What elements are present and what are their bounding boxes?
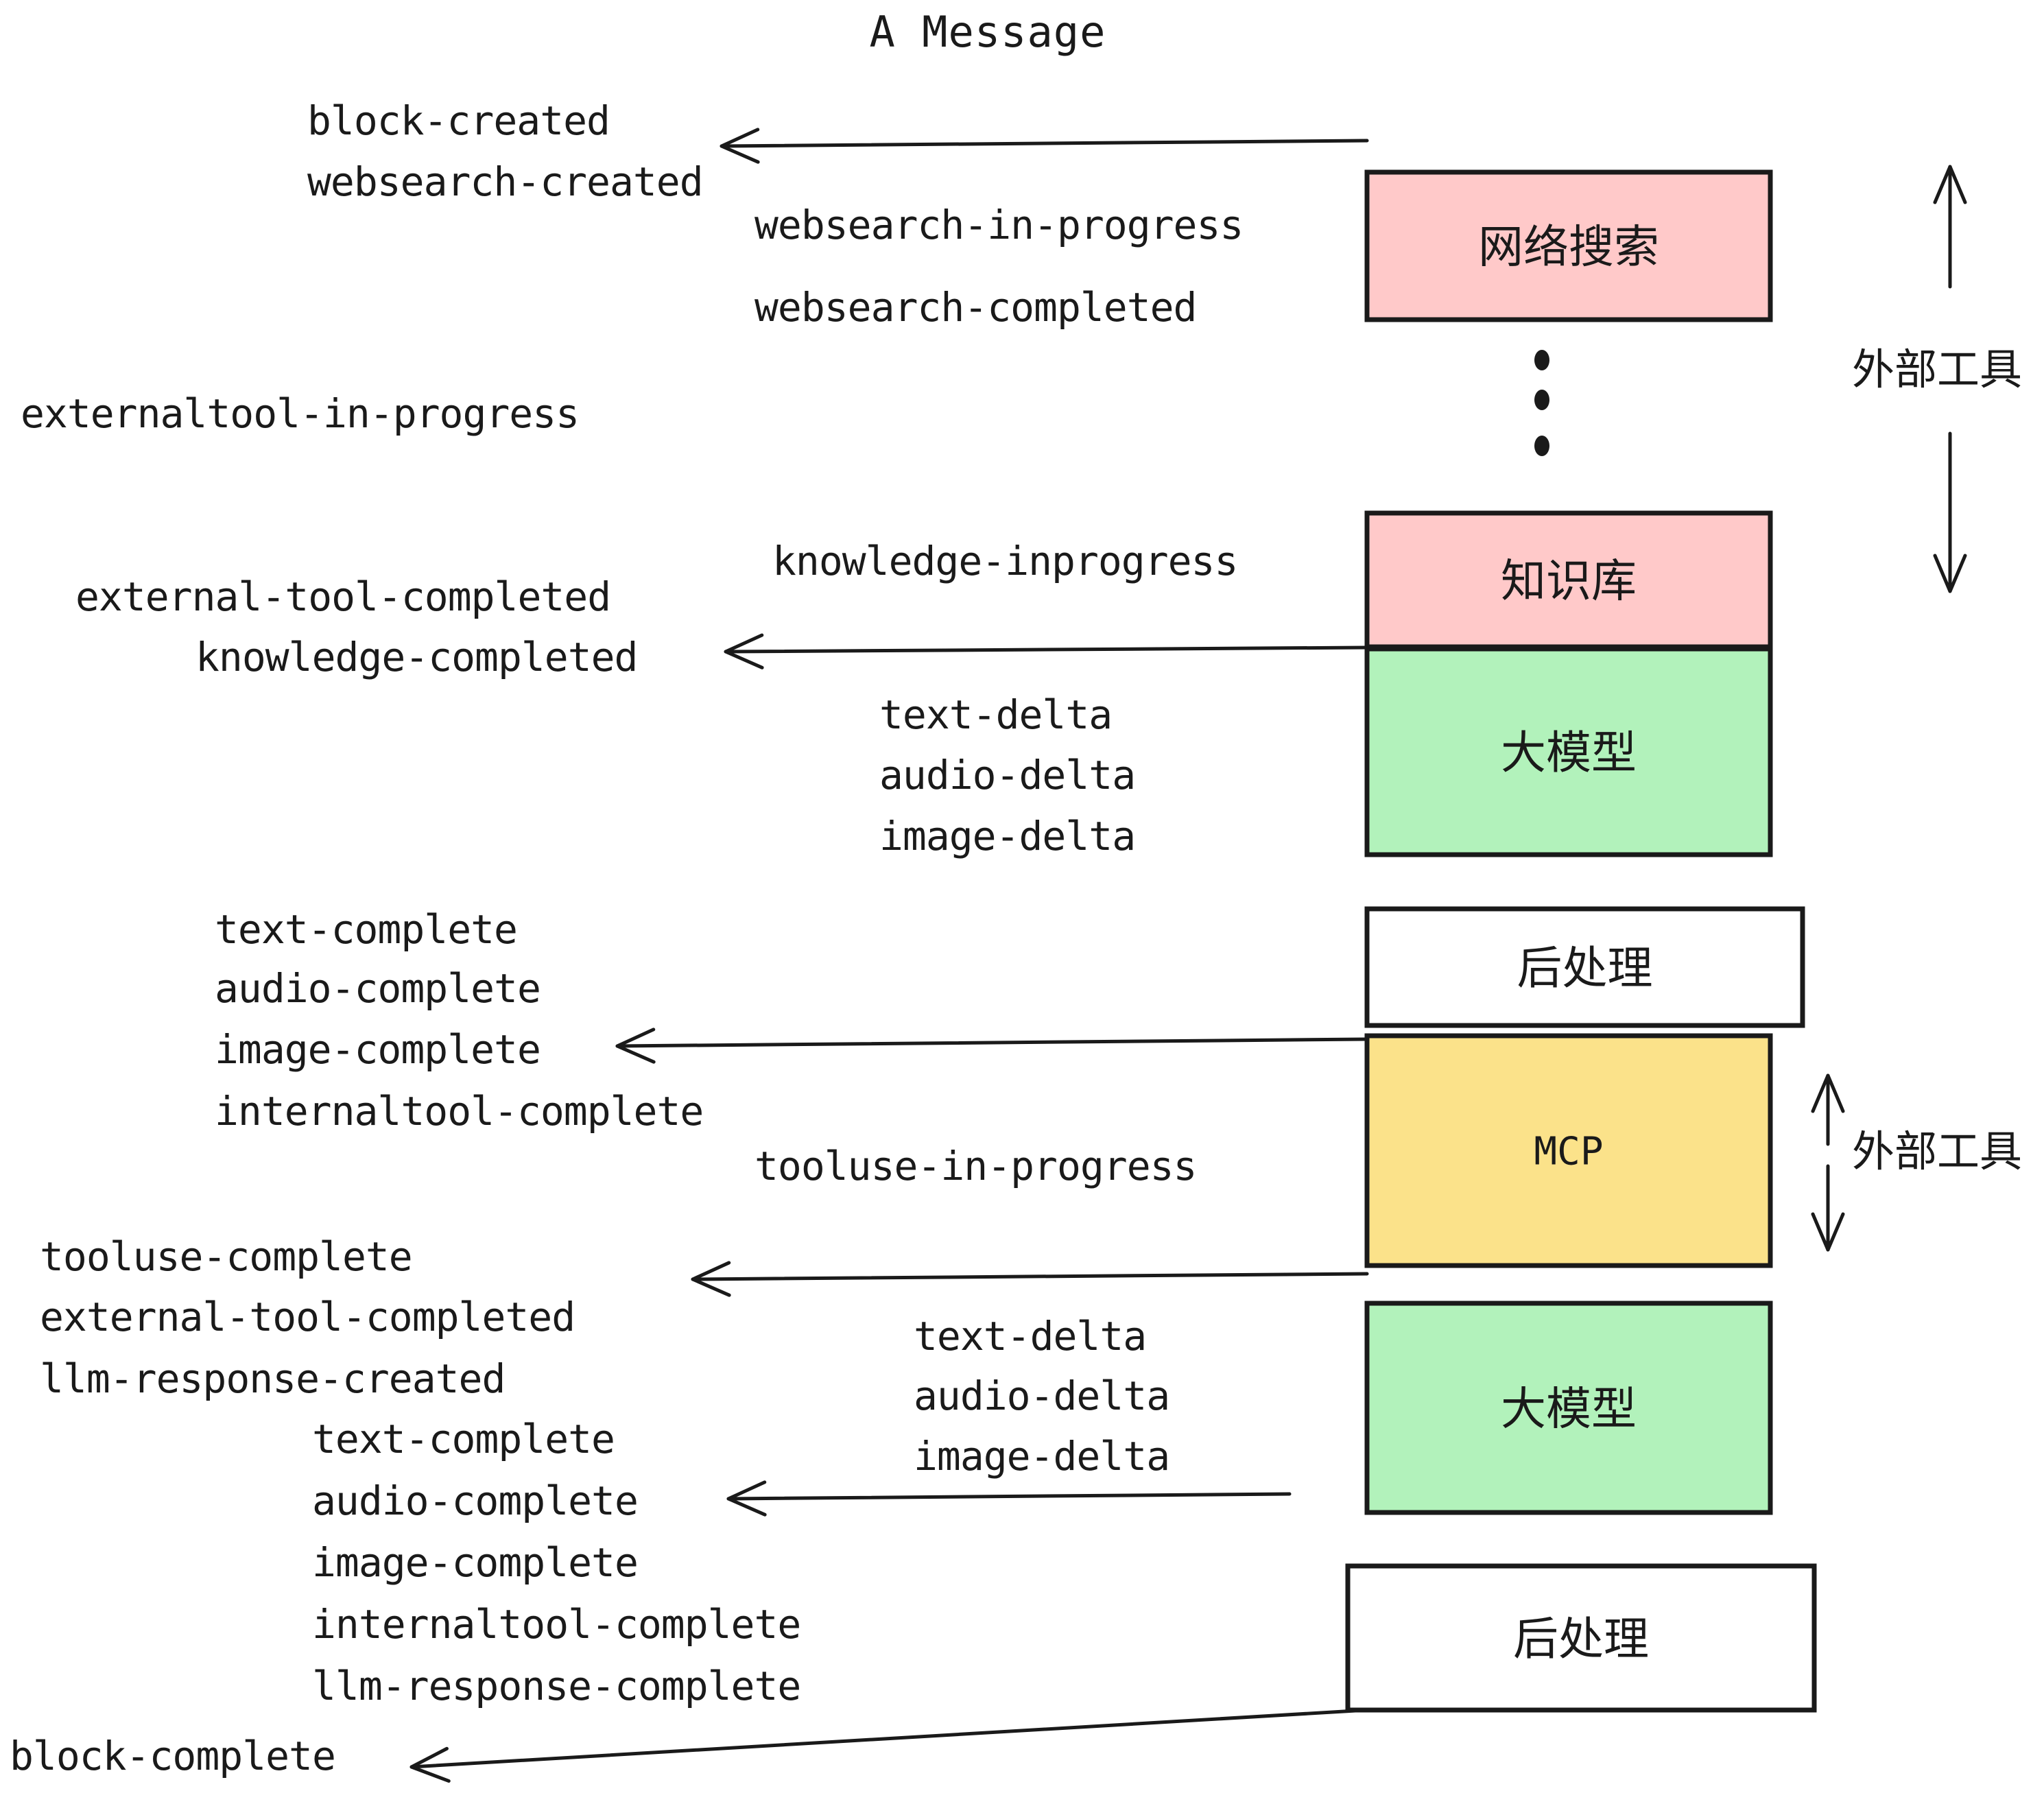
box-rect-postprocess-2 <box>1345 1563 1817 1713</box>
box-rect-knowledge <box>1364 510 1773 650</box>
event-label-llm-response-created: llm-response-created <box>40 1355 505 1402</box>
box-postprocess-2: 后处理 <box>1345 1563 1817 1713</box>
event-label-knowledge-completed: knowledge-completed <box>195 634 637 680</box>
arrow-audio-complete <box>726 1480 1292 1517</box>
box-websearch: 网络搜索 <box>1364 169 1773 322</box>
event-label-internaltool-complete-1: internaltool-complete <box>215 1088 703 1135</box>
box-rect-llm-1 <box>1364 646 1773 857</box>
event-label-text-delta-1: text-delta <box>879 691 1112 738</box>
arrow-block-complete <box>409 1708 1369 1783</box>
event-label-external-tool-completed-1: external-tool-completed <box>75 573 610 620</box>
event-label-image-complete-2: image-complete <box>312 1539 638 1586</box>
box-label-llm-1: 大模型 <box>1501 726 1637 779</box>
event-label-text-complete-2: text-complete <box>312 1416 615 1462</box>
box-rect-llm-2 <box>1364 1301 1773 1515</box>
event-label-image-delta-1: image-delta <box>879 813 1135 859</box>
box-rect-websearch <box>1364 169 1773 322</box>
ellipsis-dot-3 <box>1534 436 1549 456</box>
external-tools-bottom: 外部工具 <box>1852 1126 2022 1176</box>
external-tools-arrow-top-up <box>1933 165 1967 289</box>
external-tool-range-arrows <box>1811 165 1967 1252</box>
event-label-knowledge-inprogress: knowledge-inprogress <box>772 538 1237 584</box>
box-llm-2: 大模型 <box>1364 1301 1773 1515</box>
box-label-mcp: MCP <box>1534 1130 1603 1174</box>
event-arrows <box>409 128 1369 1783</box>
ellipsis-dots <box>1534 350 1549 456</box>
arrow-knowledge-completed <box>724 633 1369 669</box>
box-postprocess-1: 后处理 <box>1364 906 1805 1028</box>
box-rect-postprocess-1 <box>1364 906 1805 1028</box>
event-label-block-created: block-created <box>307 97 610 144</box>
event-label-externaltool-in-progress: externaltool-in-progress <box>21 390 579 437</box>
external-tools-arrow-bottom-down <box>1811 1164 1845 1252</box>
page-title: A Message <box>870 7 1106 57</box>
event-label-block-complete: block-complete <box>10 1733 335 1779</box>
event-label-tooluse-complete: tooluse-complete <box>40 1233 412 1280</box>
event-labels: block-created websearch-created websearch-… <box>10 97 1244 1779</box>
event-label-internaltool-complete-2: internaltool-complete <box>312 1601 800 1648</box>
external-tools-arrow-top-down <box>1933 431 1967 593</box>
box-label-postprocess-1: 后处理 <box>1517 942 1653 995</box>
external-tools-arrow-bottom-up <box>1811 1073 1845 1146</box>
box-label-llm-2: 大模型 <box>1501 1383 1637 1436</box>
event-label-text-complete-1: text-complete <box>215 906 517 953</box>
box-rect-mcp <box>1364 1033 1773 1268</box>
box-mcp: MCP <box>1364 1033 1773 1268</box>
box-knowledge: 知识库 <box>1364 510 1773 650</box>
box-llm-1: 大模型 <box>1364 646 1773 857</box>
event-label-websearch-created: websearch-created <box>307 158 703 205</box>
box-label-websearch: 网络搜索 <box>1478 221 1659 274</box>
event-label-websearch-completed: websearch-completed <box>754 284 1196 331</box>
event-label-tooluse-in-progress: tooluse-in-progress <box>754 1143 1196 1189</box>
ellipsis-dot-1 <box>1534 350 1549 370</box>
event-label-audio-delta-2: audio-delta <box>914 1373 1169 1419</box>
arrow-image-complete <box>615 1028 1369 1064</box>
external-tools-top: 外部工具 <box>1852 344 2022 394</box>
event-label-llm-response-complete: llm-response-complete <box>312 1663 800 1709</box>
event-label-audio-delta-1: audio-delta <box>879 752 1135 798</box>
box-label-knowledge: 知识库 <box>1501 555 1637 608</box>
event-label-audio-complete-1: audio-complete <box>215 965 540 1012</box>
ellipsis-dot-2 <box>1534 390 1549 410</box>
event-label-image-delta-2: image-delta <box>914 1433 1169 1480</box>
event-label-websearch-in-progress: websearch-in-progress <box>754 202 1243 248</box>
event-label-image-complete-1: image-complete <box>215 1026 540 1073</box>
event-label-external-tool-completed-2: external-tool-completed <box>40 1294 575 1340</box>
event-label-audio-complete-2: audio-complete <box>312 1477 638 1524</box>
arrow-websearch-created <box>720 128 1369 164</box>
event-label-text-delta-2: text-delta <box>914 1313 1146 1360</box>
arrow-tooluse-complete <box>691 1261 1369 1297</box>
box-label-postprocess-2: 后处理 <box>1513 1613 1649 1665</box>
